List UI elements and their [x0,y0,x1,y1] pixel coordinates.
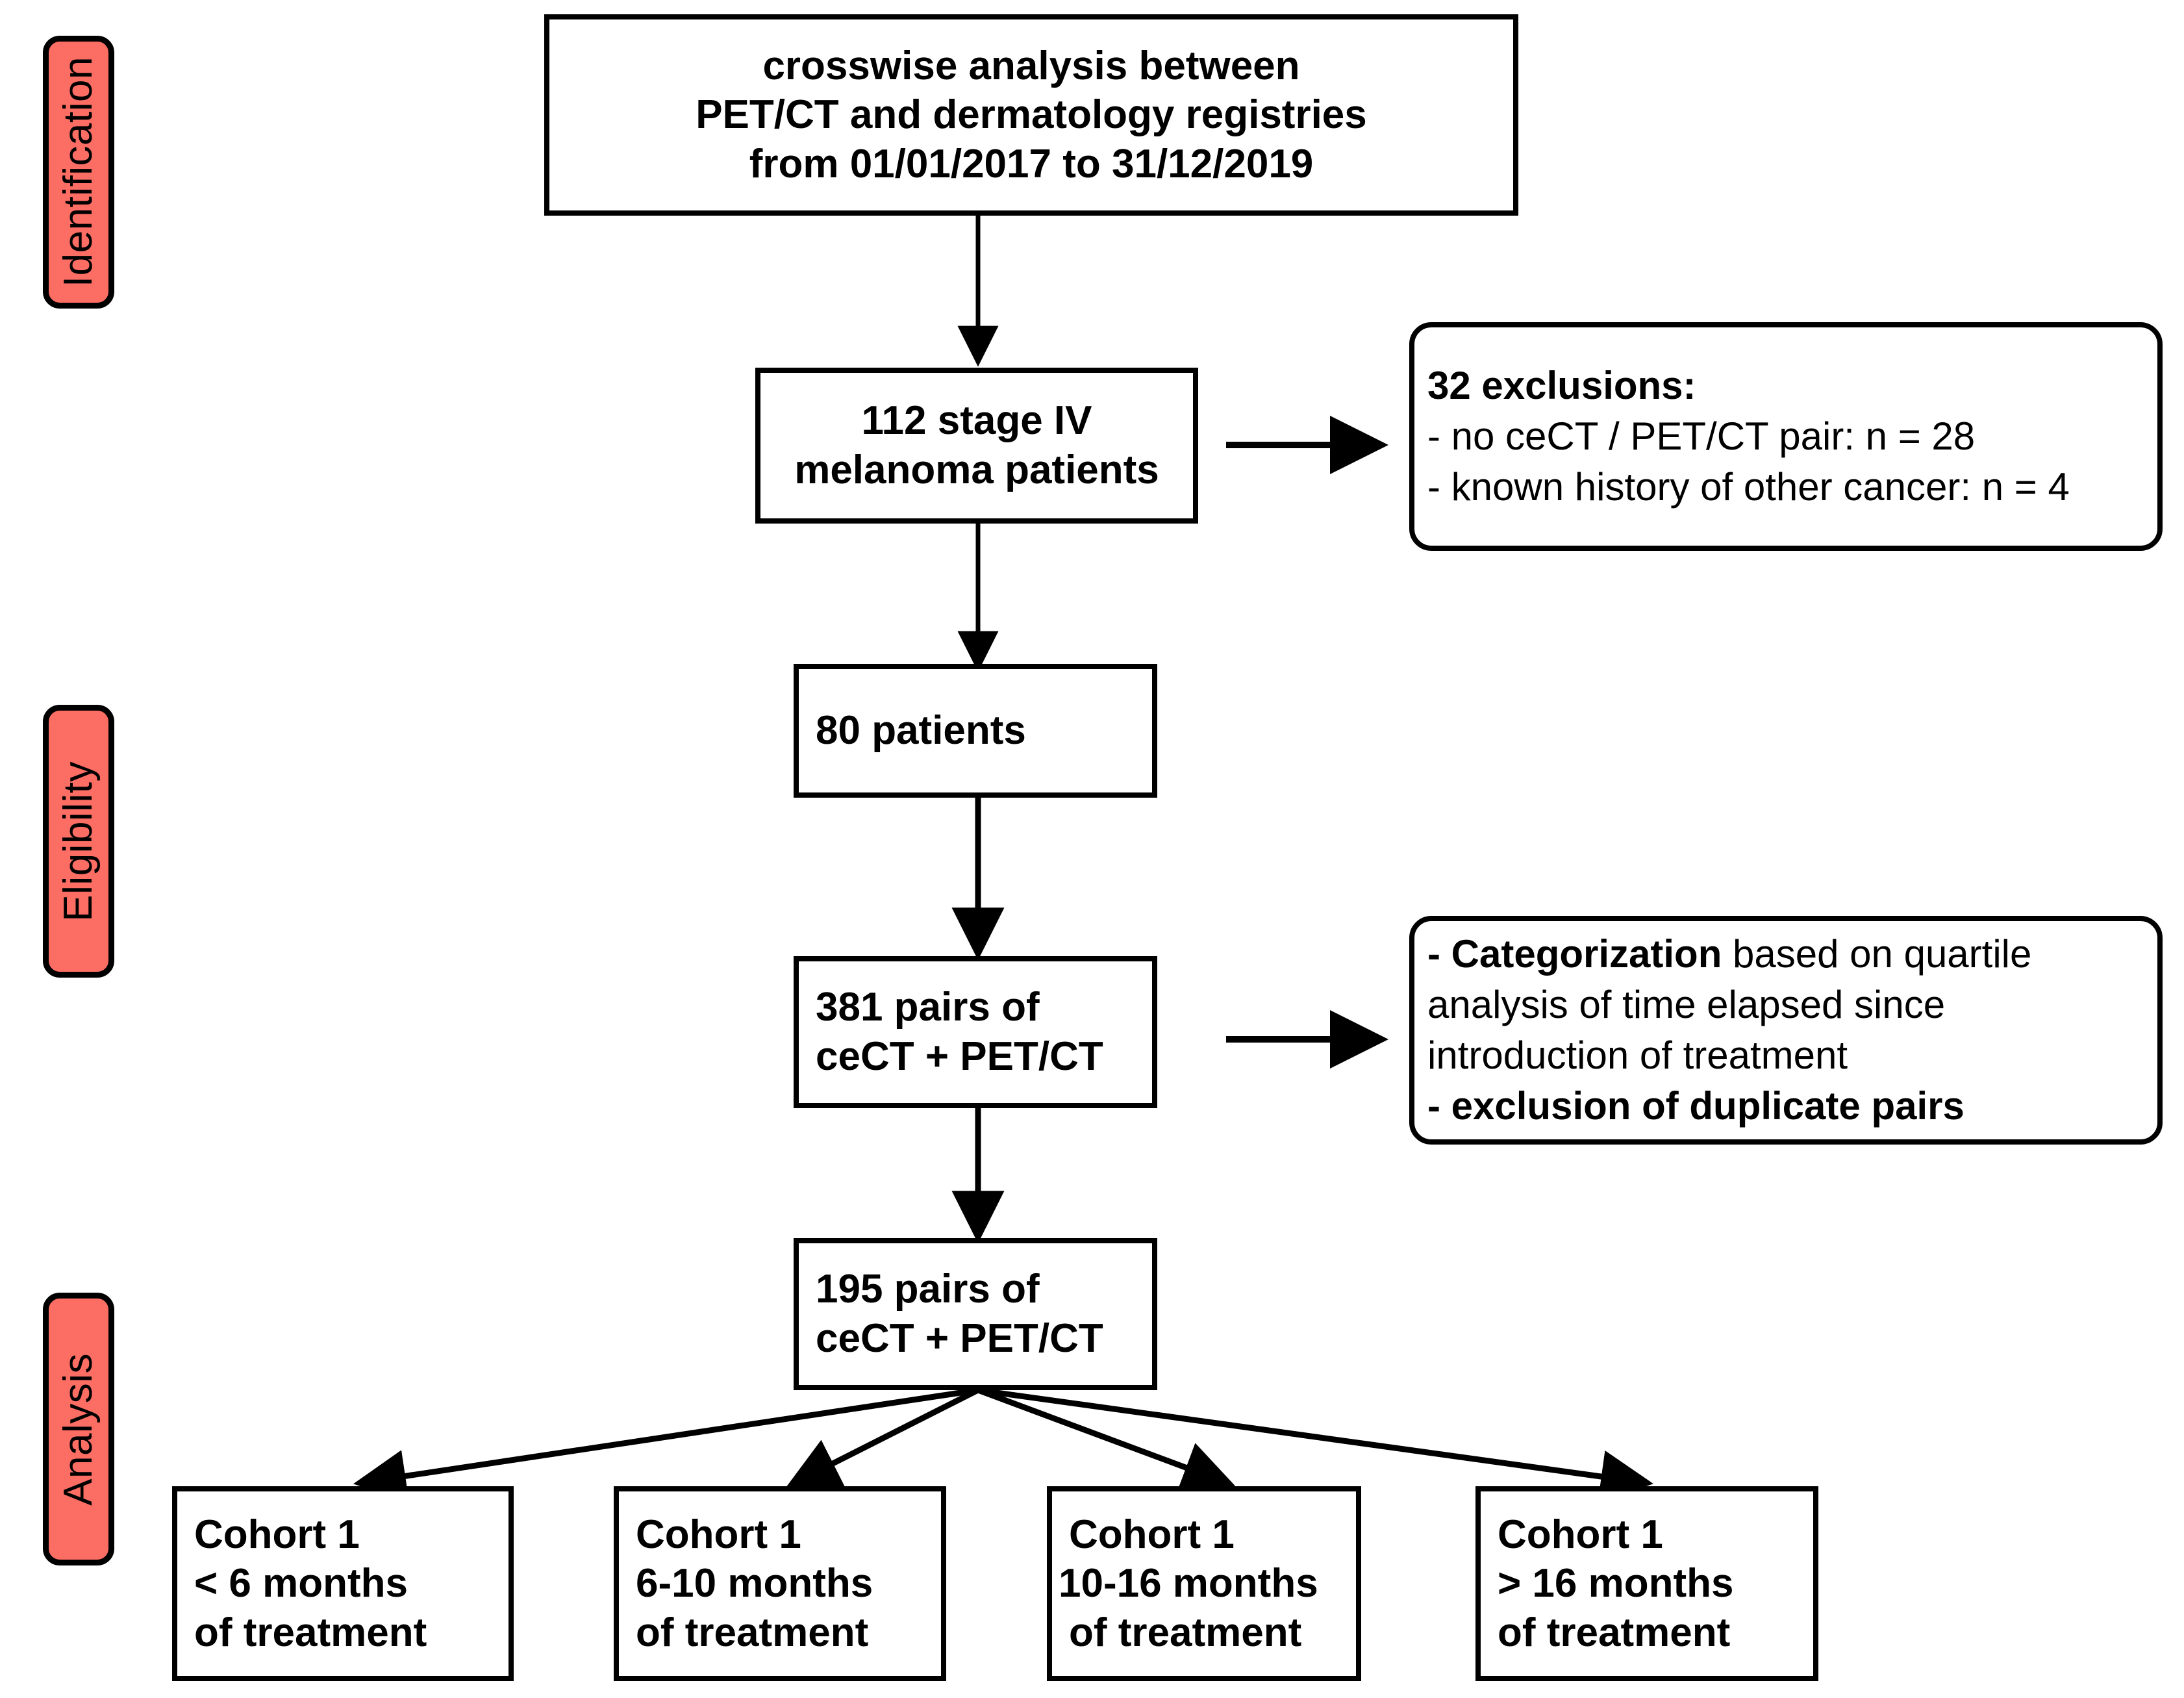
box-cohort-2-range: 6-10 months [636,1561,873,1606]
note-exclusions: 32 exclusions: - no ceCT / PET/CT pair: … [1409,322,2163,551]
box-cohort-2-suffix: of treatment [636,1610,869,1655]
box-all-pairs-line-1: 381 pairs of [816,985,1040,1030]
note-exclusions-item-2: - known history of other cancer: n = 4 [1427,465,2070,509]
box-analysed-pairs-line-2: ceCT + PET/CT [816,1316,1103,1361]
box-cohort-3-name: Cohort 1 [1069,1512,1235,1557]
box-source-line-3: from 01/01/2017 to 31/12/2019 [749,141,1314,186]
box-included-line-1: 80 patients [816,708,1026,754]
box-cohort-3: Cohort 1 10-16 months of treatment [1047,1486,1361,1681]
note-categorization-item-1-strong: - Categorization [1427,932,1722,976]
box-cohort-3-suffix: of treatment [1069,1610,1302,1655]
box-cohort-1: Cohort 1 < 6 months of treatment [172,1486,514,1681]
note-categorization-item-1-rest: based on quartile analysis of time elaps… [1427,932,2032,1077]
stage-label-eligibility: Eligibility [56,761,101,922]
box-cohort-2-name: Cohort 1 [636,1512,801,1557]
stage-label-identification: Identification [56,57,101,288]
box-source-registries: crosswise analysis between PET/CT and de… [544,14,1518,216]
box-source-line-2: PET/CT and dermatology registries [696,92,1367,138]
stage-chip-identification: Identification [43,36,114,309]
box-screened-line-2: melanoma patients [794,448,1159,492]
stage-chip-eligibility: Eligibility [43,705,114,978]
box-cohort-1-range: < 6 months [194,1561,408,1606]
box-cohort-1-name: Cohort 1 [194,1512,360,1557]
box-analysed-pairs-line-1: 195 pairs of [816,1267,1040,1312]
box-cohort-4: Cohort 1 > 16 months of treatment [1475,1486,1818,1681]
box-cohort-4-suffix: of treatment [1498,1610,1731,1655]
box-included-patients: 80 patients [794,664,1157,798]
box-cohort-3-range: 10-16 months [1059,1561,1318,1606]
box-cohort-4-name: Cohort 1 [1498,1512,1663,1557]
arrow-analysed-to-cohort-2 [786,1387,980,1488]
note-exclusions-item-1: - no ceCT / PET/CT pair: n = 28 [1427,414,1976,458]
box-cohort-1-suffix: of treatment [194,1610,427,1655]
box-all-pairs-line-2: ceCT + PET/CT [816,1034,1103,1079]
stage-chip-analysis: Analysis [43,1293,114,1565]
box-cohort-4-range: > 16 months [1498,1561,1734,1606]
box-cohort-2: Cohort 1 6-10 months of treatment [614,1486,946,1681]
note-categorization-item-1: - Categorization based on quartile analy… [1427,929,2144,1081]
note-categorization: - Categorization based on quartile analy… [1409,916,2163,1145]
box-source-line-1: crosswise analysis between [762,43,1300,88]
stage-label-analysis: Analysis [56,1352,101,1506]
arrow-analysed-to-cohort-1 [353,1387,979,1502]
note-exclusions-heading: 32 exclusions: [1427,364,1696,407]
arrow-analysed-to-cohort-4 [977,1387,1654,1503]
box-screened-patients: 112 stage IV melanoma patients [755,368,1198,524]
arrow-analysed-to-cohort-3 [977,1387,1236,1493]
box-analysed-pairs: 195 pairs of ceCT + PET/CT [794,1238,1157,1390]
box-screened-line-1: 112 stage IV [861,398,1092,444]
note-categorization-item-2: - exclusion of duplicate pairs [1427,1084,1964,1128]
box-all-pairs: 381 pairs of ceCT + PET/CT [794,956,1157,1108]
